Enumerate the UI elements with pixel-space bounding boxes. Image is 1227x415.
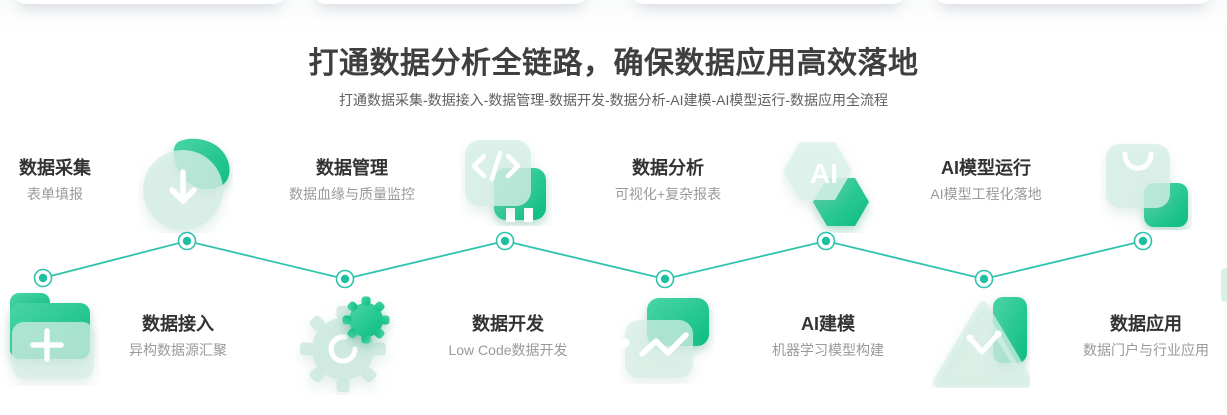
flow-item-ai-model-run: AI模型运行 AI模型工程化落地	[906, 156, 1066, 205]
item-title: 数据应用	[1110, 314, 1182, 334]
download-circle-icon	[138, 138, 233, 238]
connector-dots	[33, 231, 1153, 289]
folder-add-icon	[0, 288, 100, 391]
item-title: AI建模	[801, 314, 855, 334]
item-title: 数据管理	[316, 158, 388, 178]
card-shadow	[12, 0, 287, 4]
edge-decoration	[1221, 268, 1227, 302]
flow-item-data-access: 数据接入 异构数据源汇聚	[98, 312, 258, 361]
ai-label: AI	[810, 158, 838, 189]
item-subtitle: Low Code数据开发	[448, 342, 568, 358]
flow-connector	[33, 231, 1153, 289]
item-subtitle: 数据门户与行业应用	[1083, 342, 1209, 358]
flow-item-ai-modeling: AI建模 机器学习模型构建	[748, 312, 908, 361]
item-subtitle: 表单填报	[27, 186, 83, 202]
item-subtitle: 机器学习模型构建	[772, 342, 884, 358]
item-title: 数据分析	[632, 158, 704, 178]
item-title: 数据接入	[142, 314, 214, 334]
item-title: 数据开发	[472, 314, 544, 334]
flow-item-data-management: 数据管理 数据血缘与质量监控	[272, 156, 432, 205]
item-subtitle: 异构数据源汇聚	[129, 342, 227, 358]
flow-item-data-development: 数据开发 Low Code数据开发	[428, 312, 588, 361]
flow-item-data-application: 数据应用 数据门户与行业应用	[1066, 312, 1226, 361]
flow-item-data-collection: 数据采集 表单填报	[0, 156, 110, 205]
flow-item-data-analysis: 数据分析 可视化+复杂报表	[588, 156, 748, 205]
card-shadow	[933, 0, 1213, 4]
code-block-icon	[460, 140, 552, 231]
item-title: 数据采集	[19, 158, 91, 178]
item-title: AI模型运行	[941, 158, 1031, 178]
app-bag-icon	[1100, 142, 1192, 235]
triangle-branch-icon	[930, 290, 1033, 393]
gears-icon	[295, 295, 395, 400]
section-subtitle: 打通数据采集-数据接入-数据管理-数据开发-数据分析-AI建模-AI模型运行-数…	[338, 92, 889, 108]
item-subtitle: 数据血缘与质量监控	[289, 186, 415, 202]
item-subtitle: AI模型工程化落地	[930, 186, 1042, 202]
item-subtitle: 可视化+复杂报表	[614, 186, 722, 202]
section-title: 打通数据分析全链路，确保数据应用高效落地	[308, 47, 919, 80]
trend-chart-icon	[620, 292, 715, 389]
card-shadow	[630, 0, 907, 4]
ai-hexagon-icon: AI	[780, 138, 875, 238]
card-shadow	[312, 0, 589, 4]
